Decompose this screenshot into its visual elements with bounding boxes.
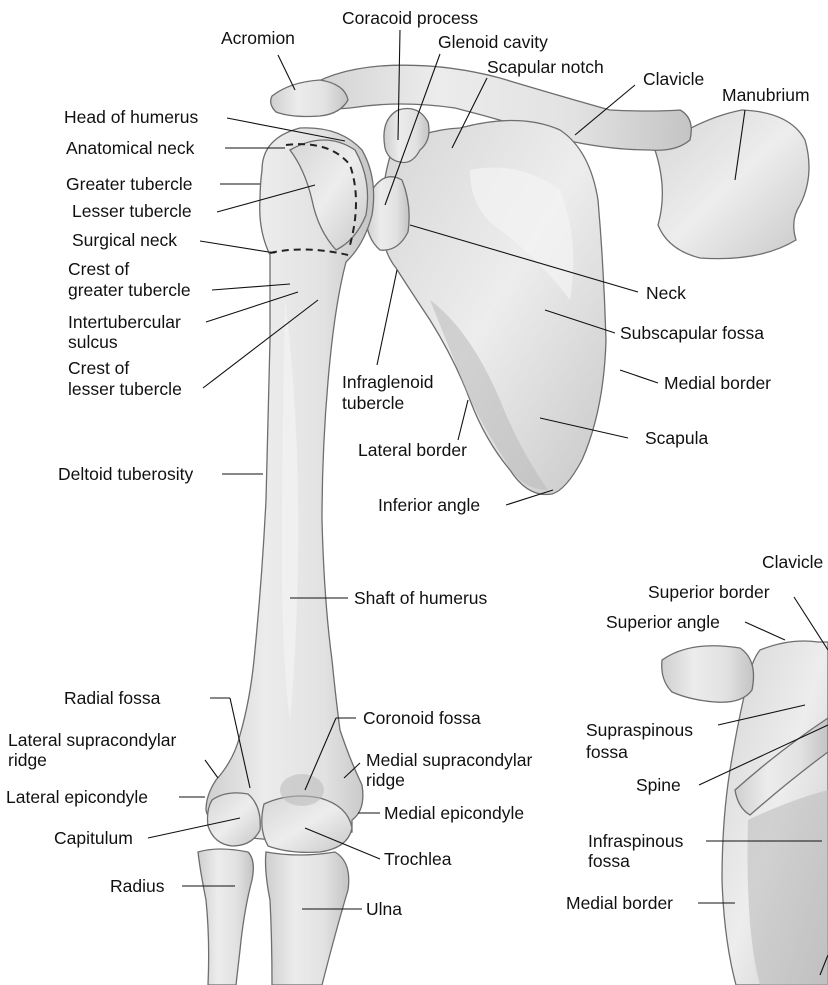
label-inset-clavicle: Clavicle [762, 552, 823, 572]
label-lesser-tubercle: Lesser tubercle [72, 201, 192, 221]
label-intertubercular-line1: Intertubercular [68, 312, 181, 332]
inset-acromion-bone [662, 646, 754, 703]
label-intertubercular-line2: sulcus [68, 332, 118, 352]
label-lateral-supracondylar-line2: ridge [8, 750, 47, 770]
label-infraglenoid-line1: Infraglenoid [342, 372, 433, 392]
label-shaft-of-humerus: Shaft of humerus [354, 588, 488, 608]
label-medial-supracondylar-line1: Medial supracondylar [366, 750, 533, 770]
label-crest-lesser-line1: Crest of [68, 358, 129, 378]
label-spine: Spine [636, 775, 681, 795]
label-medial-supracondylar-line2: ridge [366, 770, 405, 790]
bone-illustration [198, 65, 828, 985]
label-subscapular-fossa: Subscapular fossa [620, 323, 764, 343]
label-crest-greater-line2: greater tubercle [68, 280, 191, 300]
label-lateral-epicondyle: Lateral epicondyle [6, 787, 148, 807]
label-ulna: Ulna [366, 899, 402, 919]
label-lateral-border: Lateral border [358, 440, 467, 460]
label-scapular-notch: Scapular notch [487, 57, 604, 77]
label-trochlea: Trochlea [384, 849, 452, 869]
label-lateral-supracondylar-line1: Lateral supracondylar [8, 730, 176, 750]
label-crest-lesser-line2: lesser tubercle [68, 379, 182, 399]
label-capitulum: Capitulum [54, 828, 133, 848]
label-infraglenoid-line2: tubercle [342, 393, 404, 413]
acromion-bone [271, 80, 348, 117]
label-superior-border: Superior border [648, 582, 770, 602]
label-surgical-neck: Surgical neck [72, 230, 177, 250]
label-crest-greater-line1: Crest of [68, 259, 129, 279]
label-radial-fossa: Radial fossa [64, 688, 161, 708]
label-glenoid-cavity: Glenoid cavity [438, 32, 548, 52]
label-infraspinous-line1: Infraspinous [588, 831, 684, 851]
label-coronoid-fossa: Coronoid fossa [363, 708, 481, 728]
ulna-bone [266, 852, 349, 985]
label-supraspinous-line2: fossa [586, 742, 628, 762]
label-medial-border: Medial border [664, 373, 771, 393]
label-anatomical-neck: Anatomical neck [66, 138, 195, 158]
label-radius: Radius [110, 876, 165, 896]
label-greater-tubercle: Greater tubercle [66, 174, 192, 194]
radius-bone [198, 849, 253, 985]
label-neck: Neck [646, 283, 686, 303]
label-scapula: Scapula [645, 428, 709, 448]
label-acromion: Acromion [221, 28, 295, 48]
label-inferior-angle: Inferior angle [378, 495, 480, 515]
label-head-of-humerus: Head of humerus [64, 107, 198, 127]
label-manubrium: Manubrium [722, 85, 810, 105]
label-coracoid-process: Coracoid process [342, 8, 478, 28]
label-clavicle: Clavicle [643, 69, 704, 89]
label-infraspinous-line2: fossa [588, 851, 630, 871]
label-inset-medial-border: Medial border [566, 893, 673, 913]
label-deltoid-tuberosity: Deltoid tuberosity [58, 464, 193, 484]
label-superior-angle: Superior angle [606, 612, 720, 632]
label-medial-epicondyle: Medial epicondyle [384, 803, 524, 823]
label-supraspinous-line1: Supraspinous [586, 720, 693, 740]
